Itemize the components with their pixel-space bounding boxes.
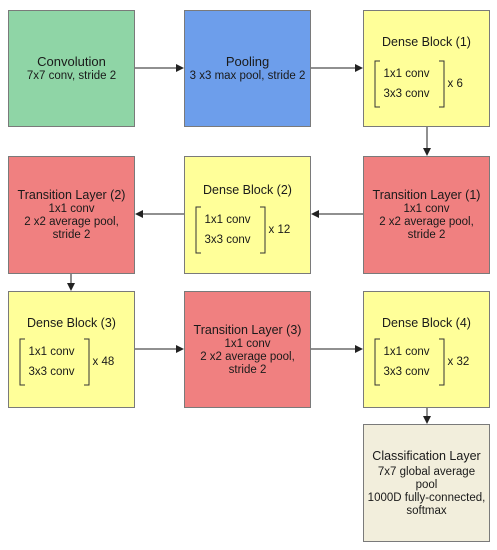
transition-layer-3-line-1: 1x1 conv — [224, 337, 271, 350]
pooling-title: Pooling — [225, 54, 270, 69]
convolution-detail: 7x7 conv, stride 2 — [26, 70, 117, 82]
transition-layer-1-line-3: stride 2 — [407, 229, 446, 241]
convolution-node: Convolution 7x7 conv, stride 2 — [8, 10, 135, 127]
dense-block-1-node: Dense Block (1) 1x1 conv 3x3 conv x 6 — [363, 10, 490, 127]
convolution-title: Convolution — [37, 54, 106, 69]
transition-layer-2-line-1: 1x1 conv — [48, 203, 95, 215]
dense-block-3-repeat: x 48 — [92, 356, 115, 368]
transition-layer-2-line-2: 2 x2 average pool, — [24, 216, 119, 228]
classification-layer-title: Classification Layer — [372, 448, 481, 463]
dense-block-4-layer-3x3: 3x3 conv — [383, 366, 430, 378]
transition-layer-2-node: Transition Layer (2) 1x1 conv 2 x2 avera… — [8, 156, 135, 274]
dense-block-4-repeat: x 32 — [447, 356, 470, 368]
dense-block-4-node: Dense Block (4) 1x1 conv 3x3 conv x 32 — [363, 291, 490, 408]
transition-layer-1-line-1: 1x1 conv — [403, 203, 450, 215]
dense-block-2-title: Dense Block (2) — [203, 183, 292, 197]
classification-layer-node: Classification Layer 7x7 global average … — [363, 424, 490, 542]
dense-block-3-layer-3x3: 3x3 conv — [28, 366, 75, 378]
dense-block-3-layers: 1x1 conv 3x3 conv x 48 — [17, 337, 127, 387]
dense-block-2-layers: 1x1 conv 3x3 conv x 12 — [193, 205, 303, 255]
dense-block-1-layers: 1x1 conv 3x3 conv x 6 — [372, 59, 482, 109]
transition-layer-1-node: Transition Layer (1) 1x1 conv 2 x2 avera… — [363, 156, 490, 274]
dense-block-4-layer-1x1: 1x1 conv — [383, 346, 430, 358]
dense-block-1-layer-1x1: 1x1 conv — [383, 68, 430, 80]
classification-layer-line-1: 7x7 global average — [377, 465, 476, 478]
classification-layer-line-2: pool — [415, 478, 438, 491]
transition-layer-2-title: Transition Layer (2) — [17, 188, 126, 202]
dense-block-2-layer-3x3: 3x3 conv — [204, 234, 251, 246]
dense-block-2-layer-1x1: 1x1 conv — [204, 214, 251, 226]
transition-layer-3-title: Transition Layer (3) — [193, 322, 302, 337]
transition-layer-2-line-3: stride 2 — [52, 229, 91, 241]
dense-block-3-layer-1x1: 1x1 conv — [28, 346, 75, 358]
dense-block-2-repeat: x 12 — [268, 224, 291, 236]
dense-block-2-node: Dense Block (2) 1x1 conv 3x3 conv x 12 — [184, 156, 311, 274]
transition-layer-3-node: Transition Layer (3) 1x1 conv 2 x2 avera… — [184, 291, 311, 408]
classification-layer-line-3: 1000D fully-connected, — [367, 491, 486, 504]
dense-block-4-layers: 1x1 conv 3x3 conv x 32 — [372, 337, 482, 387]
transition-layer-1-title: Transition Layer (1) — [372, 188, 481, 202]
dense-block-1-repeat: x 6 — [447, 78, 463, 90]
dense-block-3-title: Dense Block (3) — [27, 316, 116, 330]
dense-block-3-node: Dense Block (3) 1x1 conv 3x3 conv x 48 — [8, 291, 135, 408]
classification-layer-line-4: softmax — [406, 504, 447, 517]
dense-block-4-title: Dense Block (4) — [382, 316, 471, 330]
transition-layer-3-line-3: stride 2 — [228, 363, 267, 376]
pooling-detail: 3 x3 max pool, stride 2 — [189, 70, 306, 82]
transition-layer-1-line-2: 2 x2 average pool, — [379, 216, 474, 228]
transition-layer-3-line-2: 2 x2 average pool, — [200, 350, 295, 363]
dense-block-1-layer-3x3: 3x3 conv — [383, 88, 430, 100]
pooling-node: Pooling 3 x3 max pool, stride 2 — [184, 10, 311, 127]
dense-block-1-title: Dense Block (1) — [382, 35, 471, 49]
